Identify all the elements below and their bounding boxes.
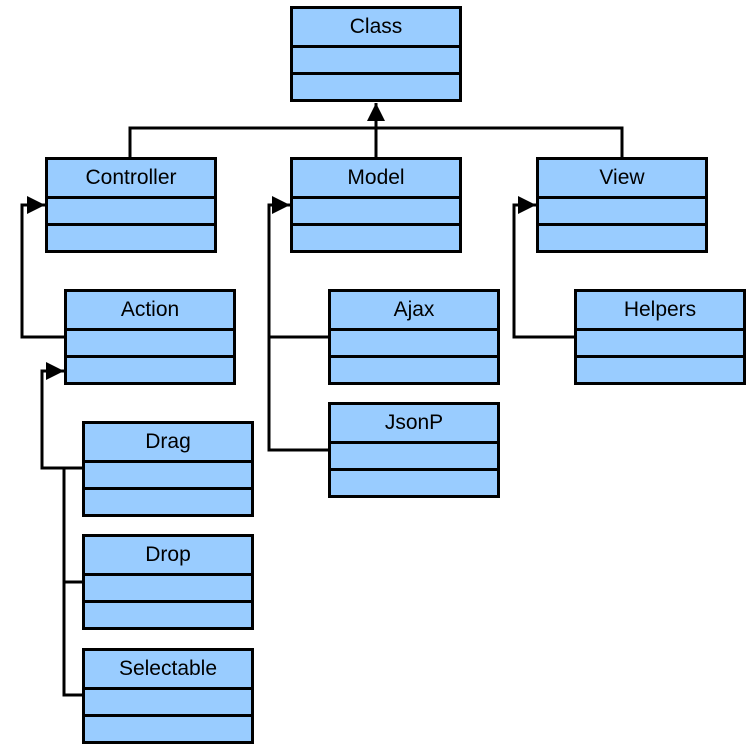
methods-section bbox=[331, 358, 497, 382]
attributes-section bbox=[577, 331, 743, 358]
class-name: Class bbox=[293, 9, 459, 48]
connector-action-controller bbox=[20, 196, 66, 339]
class-box-controller: Controller bbox=[45, 157, 217, 253]
class-box-view: View bbox=[536, 157, 708, 253]
attributes-section bbox=[293, 48, 459, 75]
attributes-section bbox=[331, 331, 497, 358]
class-box-jsonp: JsonP bbox=[328, 402, 500, 498]
class-name: Action bbox=[67, 292, 233, 331]
class-name: View bbox=[539, 160, 705, 199]
methods-section bbox=[48, 226, 214, 250]
class-box-ajax: Ajax bbox=[328, 289, 500, 385]
attributes-section bbox=[293, 199, 459, 226]
attributes-section bbox=[85, 463, 251, 490]
class-name: Controller bbox=[48, 160, 214, 199]
class-box-drop: Drop bbox=[82, 534, 254, 630]
attributes-section bbox=[85, 576, 251, 603]
attributes-section bbox=[67, 331, 233, 358]
methods-section bbox=[293, 226, 459, 250]
connector-jsonp-model bbox=[267, 196, 330, 452]
class-box-drag: Drag bbox=[82, 421, 254, 517]
attributes-section bbox=[539, 199, 705, 226]
class-box-helpers: Helpers bbox=[574, 289, 746, 385]
class-box-action: Action bbox=[64, 289, 236, 385]
methods-section bbox=[577, 358, 743, 382]
connector-view-class bbox=[376, 126, 624, 158]
class-name: Model bbox=[293, 160, 459, 199]
class-name: Drag bbox=[85, 424, 251, 463]
connector-drag-action bbox=[40, 362, 84, 470]
methods-section bbox=[85, 717, 251, 741]
connector-helpers-view bbox=[512, 196, 576, 339]
class-name: Drop bbox=[85, 537, 251, 576]
methods-section bbox=[85, 603, 251, 627]
class-name: Helpers bbox=[577, 292, 743, 331]
class-name: Ajax bbox=[331, 292, 497, 331]
methods-section bbox=[67, 358, 233, 382]
class-name: JsonP bbox=[331, 405, 497, 444]
attributes-section bbox=[331, 444, 497, 471]
methods-section bbox=[539, 226, 705, 250]
connector-controller-class bbox=[128, 126, 376, 158]
class-box-selectable: Selectable bbox=[82, 648, 254, 744]
methods-section bbox=[293, 75, 459, 99]
class-name: Selectable bbox=[85, 651, 251, 690]
class-box-model: Model bbox=[290, 157, 462, 253]
methods-section bbox=[85, 490, 251, 514]
methods-section bbox=[331, 471, 497, 495]
attributes-section bbox=[85, 690, 251, 717]
connector-selectable-drag bbox=[62, 468, 84, 697]
class-box-class: Class bbox=[290, 6, 462, 102]
attributes-section bbox=[48, 199, 214, 226]
